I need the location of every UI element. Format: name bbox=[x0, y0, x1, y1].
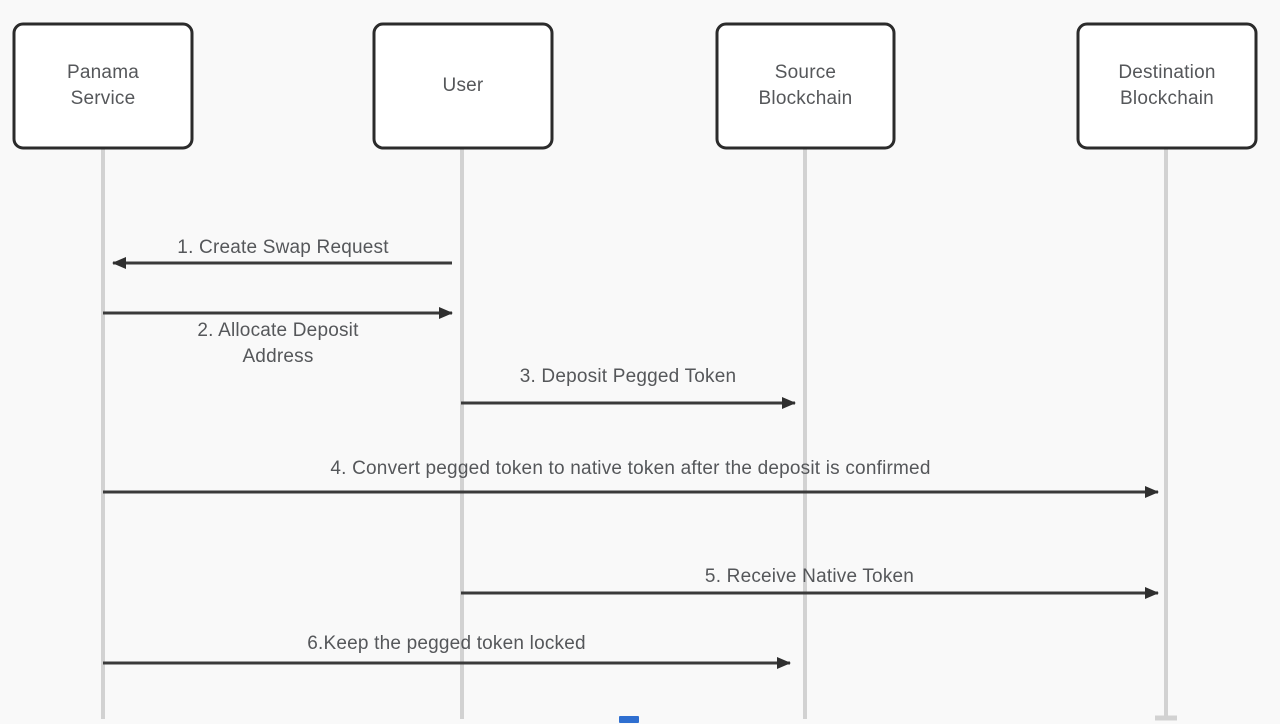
message-label-4: 4. Convert pegged token to native token … bbox=[330, 458, 931, 479]
participant-box-destination[interactable] bbox=[1076, 22, 1258, 150]
message-label-5: 5. Receive Native Token bbox=[704, 566, 915, 587]
message-label-2-line1: 2. Allocate Deposit bbox=[197, 320, 359, 341]
message-arrows-group bbox=[103, 257, 1159, 669]
participant-box-user[interactable] bbox=[372, 22, 554, 150]
lifelines-group bbox=[101, 147, 1177, 721]
participant-boxes-group bbox=[12, 22, 1258, 150]
message-label-3: 3. Deposit Pegged Token bbox=[519, 366, 737, 387]
message-label-2-line2: Address bbox=[242, 346, 314, 367]
participant-box-source[interactable] bbox=[715, 22, 896, 150]
participant-box-panama[interactable] bbox=[12, 22, 194, 150]
message-label-1: 1. Create Swap Request bbox=[177, 237, 389, 258]
message-label-6: 6.Keep the pegged token locked bbox=[307, 633, 586, 654]
selection-handle-chip[interactable] bbox=[619, 716, 639, 723]
